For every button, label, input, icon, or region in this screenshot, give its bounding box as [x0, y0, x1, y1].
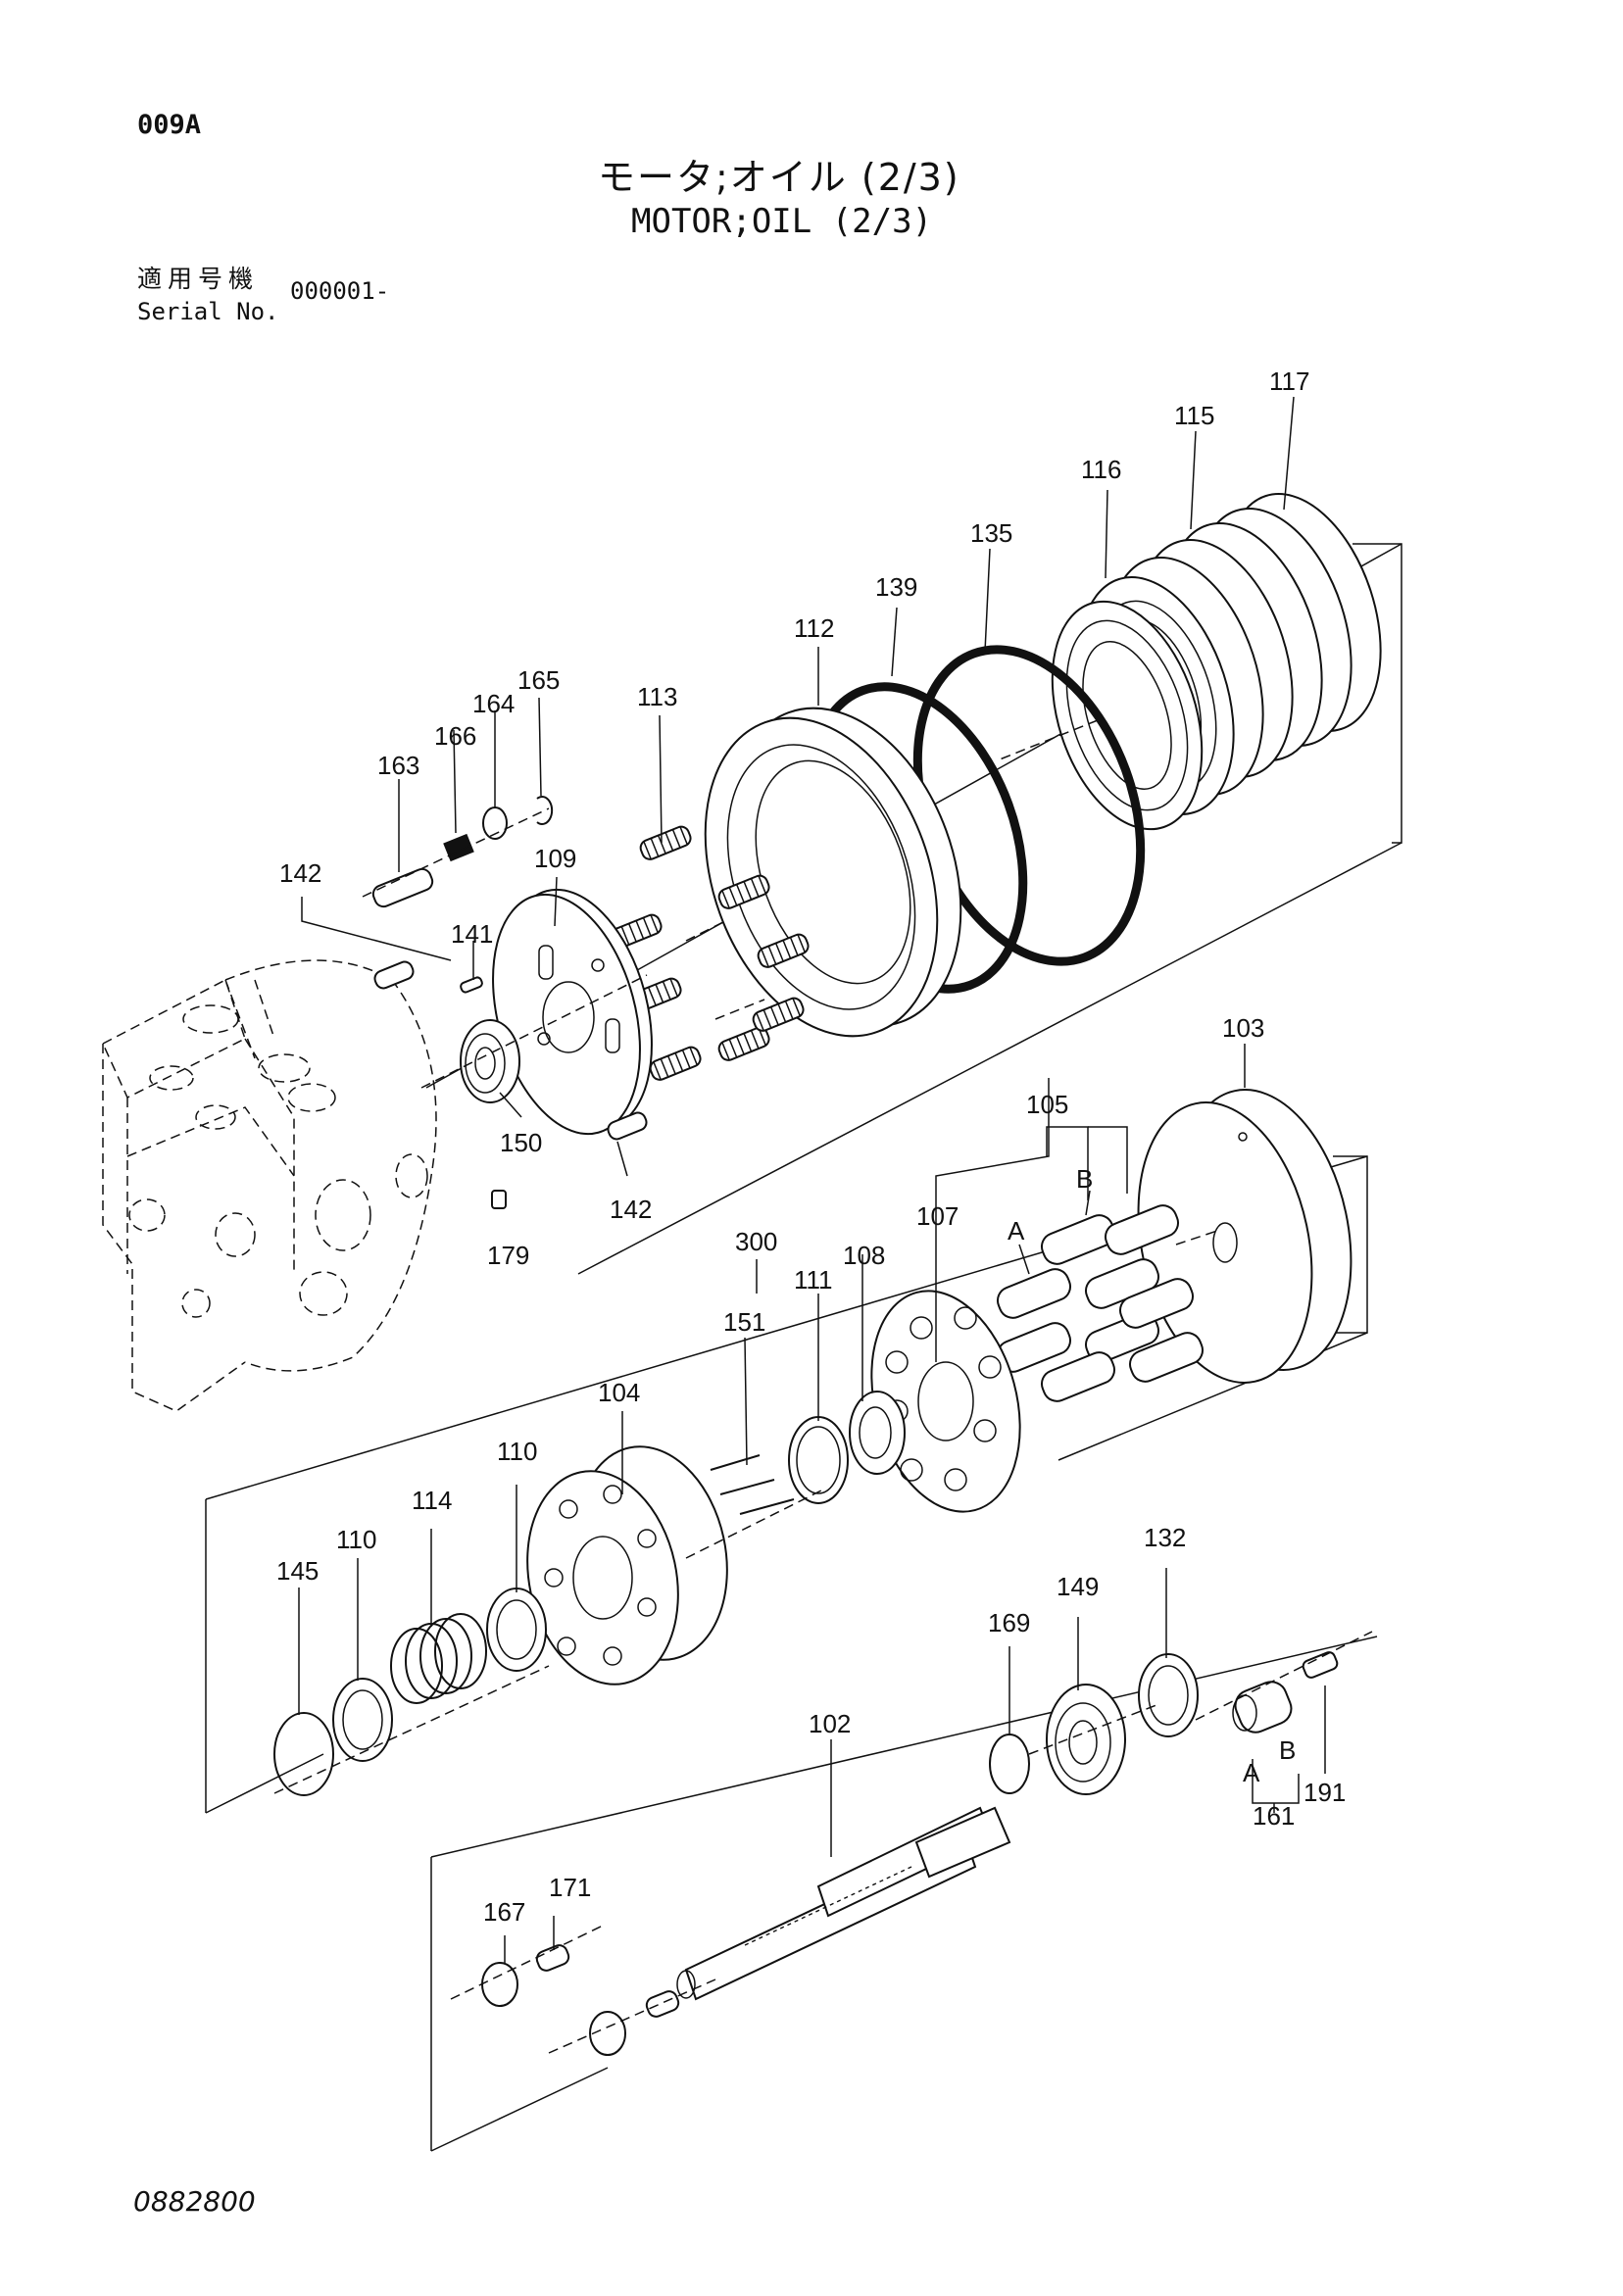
page-title-japanese: モータ;オイル (2/3)	[598, 156, 960, 199]
frame-lower	[430, 1636, 1378, 2152]
part-179-plug	[491, 1190, 507, 1209]
part-142-pin-lower	[607, 1111, 648, 1141]
callout-111: 111	[794, 1265, 833, 1295]
callout-161-b: B	[1279, 1735, 1296, 1765]
part-110-spacer-lower	[332, 1678, 393, 1762]
part-111-ring	[788, 1416, 849, 1504]
part-132-seal	[1138, 1653, 1199, 1737]
callout-113: 113	[637, 682, 677, 711]
part-113-springs	[610, 825, 810, 1081]
callout-171: 171	[549, 1873, 591, 1902]
part-110-spacer-upper	[486, 1588, 547, 1672]
callout-109: 109	[534, 844, 576, 873]
motor-housing	[102, 959, 437, 1412]
part-149-bearing	[1046, 1684, 1126, 1795]
callout-105-b: B	[1076, 1164, 1093, 1194]
callout-107: 107	[916, 1201, 959, 1231]
part-114-spring	[390, 1613, 487, 1704]
part-103-cover	[1137, 1089, 1352, 1384]
callout-102: 102	[809, 1709, 851, 1738]
callout-141: 141	[451, 919, 493, 949]
callout-169: 169	[988, 1608, 1030, 1637]
serial-label-japanese: 適用号機	[137, 265, 260, 293]
callout-110-upper: 110	[497, 1437, 537, 1466]
part-167-plug-lower	[589, 2011, 626, 2056]
part-166-spring	[443, 833, 474, 862]
callout-151: 151	[723, 1307, 765, 1337]
page-title-english: MOTOR;OIL (2/3)	[631, 202, 933, 241]
document-number: 0882800	[133, 2185, 256, 2218]
callout-105: 105	[1026, 1090, 1068, 1119]
serial-number-value: 000001-	[290, 277, 390, 305]
part-150-bearing	[460, 1019, 520, 1103]
callout-135: 135	[970, 518, 1012, 548]
callout-142-upper: 142	[279, 858, 321, 888]
callout-163: 163	[377, 751, 419, 780]
part-102-shaft	[676, 1806, 1011, 2001]
callout-150: 150	[500, 1128, 542, 1157]
callout-166: 166	[434, 721, 476, 751]
callout-164: 164	[472, 689, 515, 718]
part-171-pin-upper	[535, 1944, 570, 1972]
part-161-plug	[1232, 1681, 1293, 1734]
callout-117: 117	[1269, 366, 1309, 396]
part-171-pin-lower	[645, 1990, 680, 2018]
part-191-set-screw	[1302, 1651, 1339, 1679]
callout-104: 104	[598, 1378, 640, 1407]
part-112-brake-piston	[704, 707, 962, 1038]
page-code: 009A	[137, 110, 202, 140]
callout-142-lower: 142	[610, 1195, 652, 1224]
callout-161: 161	[1253, 1801, 1295, 1831]
callout-116: 116	[1081, 455, 1121, 484]
callout-165: 165	[517, 665, 560, 695]
part-105-pistons	[996, 1204, 1205, 1402]
callout-105-a: A	[1008, 1216, 1025, 1246]
callout-161-a: A	[1243, 1758, 1260, 1787]
callout-110-lower: 110	[336, 1525, 376, 1554]
part-163-spool	[371, 867, 434, 908]
callout-179: 179	[487, 1241, 529, 1270]
callout-139: 139	[875, 572, 917, 602]
callout-191: 191	[1303, 1778, 1346, 1807]
callout-115: 115	[1174, 401, 1214, 430]
callout-149: 149	[1057, 1572, 1099, 1601]
leader-lines	[298, 396, 1326, 1963]
callout-112: 112	[794, 613, 834, 643]
callout-103: 103	[1222, 1013, 1264, 1043]
callout-labels: 117 115 116 135 139 112 165 164 166 163 …	[276, 366, 1346, 1927]
part-117-plates	[1051, 493, 1382, 831]
center-lines	[273, 719, 1373, 2054]
part-169-ring	[989, 1734, 1030, 1794]
part-104-cylinder-block	[526, 1445, 728, 1685]
part-151-pins	[710, 1454, 795, 1515]
part-108-holder	[849, 1391, 906, 1475]
part-165-snap-ring	[536, 796, 554, 825]
part-109-valve-plate	[492, 888, 653, 1136]
serial-label-english: Serial No.	[137, 298, 279, 325]
part-145-snap-ring	[273, 1712, 334, 1796]
part-107-retainer-plate	[870, 1290, 1021, 1513]
callout-145: 145	[276, 1556, 319, 1586]
part-142-pin-upper	[373, 960, 415, 990]
callout-114: 114	[412, 1486, 452, 1515]
callout-167: 167	[483, 1897, 525, 1927]
callout-132: 132	[1144, 1523, 1186, 1552]
callout-108: 108	[843, 1241, 885, 1270]
callout-300: 300	[735, 1227, 777, 1256]
part-141-pin	[460, 976, 483, 994]
